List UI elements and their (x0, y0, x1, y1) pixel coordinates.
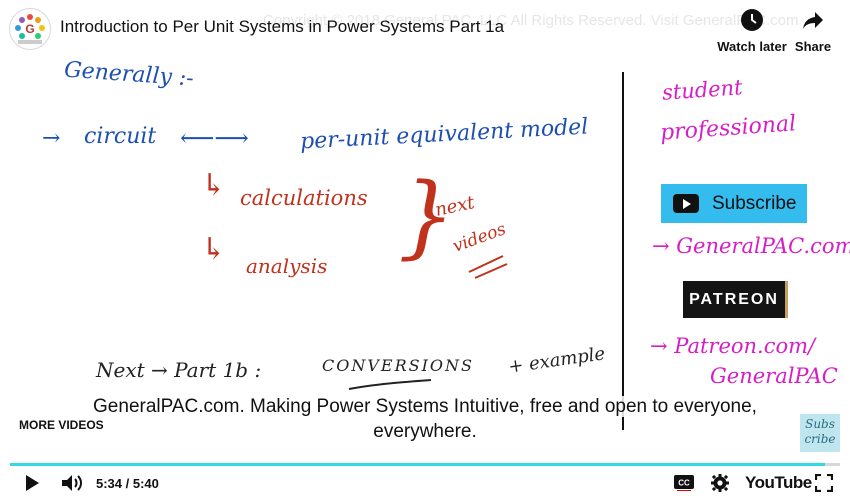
double-arrow: ⟵⟶ (180, 124, 249, 152)
progress-played (10, 463, 826, 466)
time-display: 5:34 / 5:40 (96, 476, 159, 491)
youtube-play-icon (673, 194, 699, 213)
captions-icon[interactable]: CC (674, 475, 694, 491)
caption-line-2: everywhere. (0, 421, 850, 443)
conversions-label: CONVERSIONS (322, 356, 474, 375)
emphasis-strokes (468, 255, 508, 279)
volume-icon[interactable] (60, 473, 84, 493)
subscribe-button[interactable]: Subscribe (661, 184, 807, 223)
fullscreen-icon[interactable] (815, 474, 833, 492)
watermark-line-1: Subs (805, 417, 835, 431)
settings-gear-icon[interactable] (711, 474, 729, 492)
patreon-link[interactable]: → Patreon.com/ (650, 334, 816, 358)
next-part-label: Next → Part 1b : (96, 358, 262, 382)
circuit-label: circuit (84, 124, 157, 149)
share-button[interactable]: Share (768, 8, 850, 58)
watch-later-label: Watch later (717, 39, 787, 54)
watermark-line-2: cribe (804, 432, 836, 446)
circuit-arrow: → (42, 126, 61, 151)
share-arrow-icon (803, 12, 823, 29)
patreon-link-cont[interactable]: GeneralPAC (710, 364, 838, 388)
progress-bar[interactable] (10, 463, 840, 466)
svg-text:G: G (25, 22, 34, 36)
board-divider (622, 72, 624, 430)
caption-text-2: everywhere. (369, 421, 481, 442)
calculations-label: calculations (240, 186, 368, 210)
generalpac-link[interactable]: → GeneralPAC.com (652, 234, 850, 258)
subscribe-watermark[interactable]: Subs cribe (800, 414, 840, 452)
patreon-logo[interactable]: PATREON (683, 281, 788, 318)
video-title[interactable]: Introduction to Per Unit Systems in Powe… (60, 17, 505, 36)
player-controls: 5:34 / 5:40 CC YouTube (0, 468, 850, 498)
channel-logo-icon: G (15, 14, 45, 44)
clock-icon (741, 9, 763, 31)
branch-arrow-calculations: ↳ (201, 168, 227, 203)
more-videos-button[interactable]: MORE VIDEOS (19, 418, 104, 432)
brace-mark: } (398, 164, 456, 269)
caption-line-1: GeneralPAC.com. Making Power Systems Int… (0, 396, 850, 418)
title-bar: G Copyright © 2018 General PAC, LLC All … (0, 0, 850, 64)
branch-arrow-analysis: ↳ (201, 232, 227, 267)
analysis-label: analysis (246, 254, 328, 278)
share-label: Share (794, 39, 832, 54)
conversions-underline (348, 379, 432, 390)
youtube-logo[interactable]: YouTube (745, 473, 812, 492)
caption-text-1: GeneralPAC.com. Making Power Systems Int… (89, 396, 761, 417)
svg-text:CC: CC (678, 479, 690, 488)
subscribe-label: Subscribe (712, 192, 797, 214)
play-icon[interactable] (23, 474, 41, 492)
watch-later-button[interactable]: Watch later (707, 8, 797, 58)
channel-avatar[interactable]: G (9, 8, 51, 50)
copyright-overlay: Copyright © 2018 General PAC, LLC All Ri… (263, 12, 799, 29)
